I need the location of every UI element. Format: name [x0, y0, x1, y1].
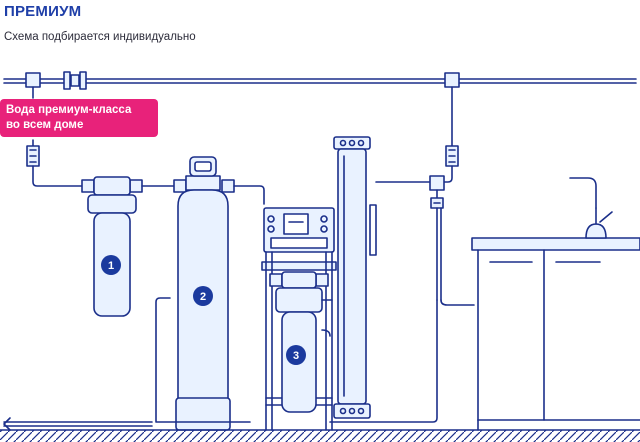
floor-line: [0, 429, 640, 442]
faucet-icon: [569, 177, 613, 239]
drain-pipe: [3, 297, 251, 431]
main-water-pipe: [3, 78, 637, 84]
marker-filter-2: 2: [193, 286, 213, 306]
marker-2-label: 2: [200, 291, 206, 303]
union-fitting: [63, 71, 87, 90]
filter-1-housing: [81, 176, 175, 317]
kitchen-cabinet: [471, 237, 640, 431]
inlet-valve: [26, 139, 83, 187]
marker-filter-3: 3: [286, 345, 306, 365]
marker-3-label: 3: [293, 350, 299, 362]
reverse-osmosis-unit: [261, 136, 377, 431]
marker-1-label: 1: [108, 260, 114, 272]
page-title: ПРЕМИУМ: [4, 3, 82, 20]
outlet-branch-pipe: [329, 72, 475, 423]
premium-water-badge: Вода премиум-класса во всем доме: [0, 99, 158, 137]
inlet-tee-fitting: [25, 72, 41, 99]
badge-line-1: Вода премиум-класса: [6, 104, 132, 116]
filter-2-tank: [173, 156, 265, 431]
badge-line-2: во всем доме: [6, 119, 84, 131]
filter-3-housing: [269, 271, 333, 413]
page-subtitle: Схема подбирается индивидуально: [4, 31, 196, 43]
marker-filter-1: 1: [101, 255, 121, 275]
